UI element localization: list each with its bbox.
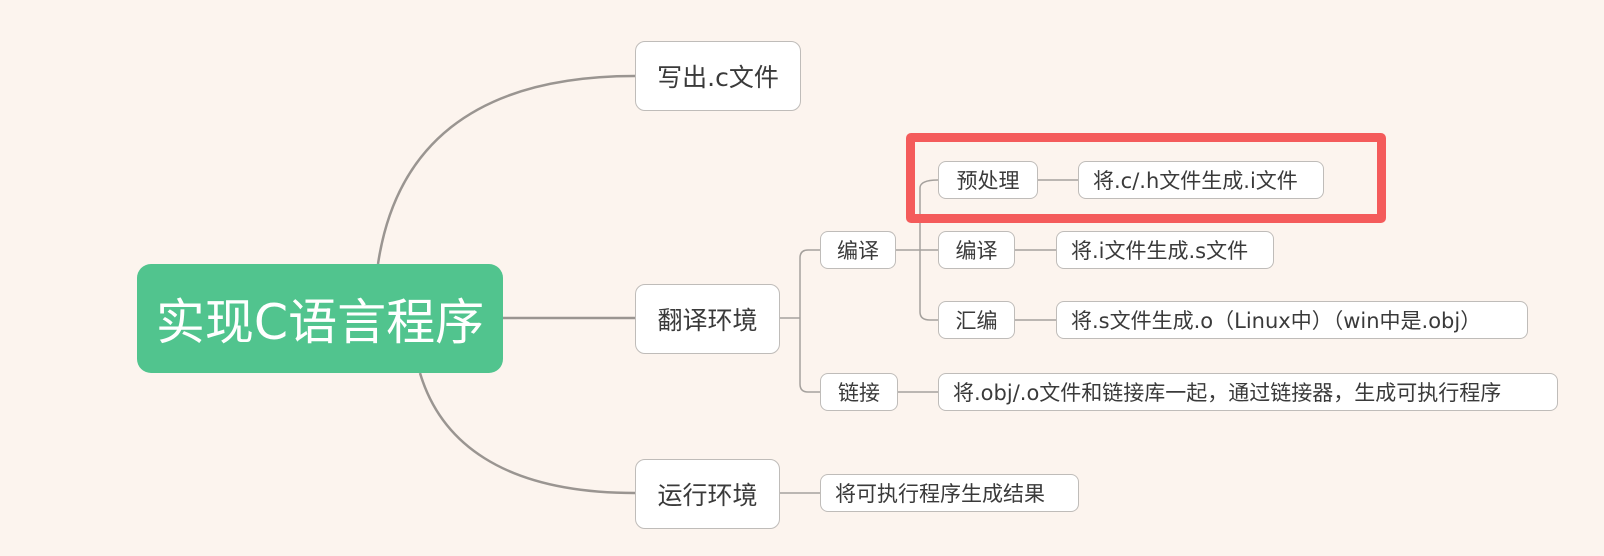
connector-compile-branches (896, 179, 939, 321)
highlight-box (906, 133, 1386, 223)
node-link[interactable]: 链接 (820, 373, 898, 411)
node-compile-step[interactable]: 编译 (938, 231, 1015, 269)
connector-translate-branches (780, 249, 820, 393)
node-preprocess[interactable]: 预处理 (938, 161, 1038, 199)
node-assemble[interactable]: 汇编 (938, 301, 1015, 339)
node-write-source[interactable]: 写出.c文件 (635, 41, 801, 111)
node-runtime-desc[interactable]: 将可执行程序生成结果 (820, 474, 1079, 512)
node-compile-step-desc[interactable]: 将.i文件生成.s文件 (1056, 231, 1274, 269)
root-node[interactable]: 实现C语言程序 (137, 264, 503, 373)
connector-root-runtime (418, 372, 636, 495)
node-assemble-desc[interactable]: 将.s文件生成.o（Linux中）（win中是.obj） (1056, 301, 1528, 339)
node-translation-env[interactable]: 翻译环境 (635, 284, 780, 354)
node-compile[interactable]: 编译 (820, 231, 896, 269)
node-link-desc[interactable]: 将.obj/.o文件和链接库一起，通过链接器，生成可执行程序 (938, 373, 1558, 411)
node-runtime-env[interactable]: 运行环境 (635, 459, 780, 529)
connector-root-write (376, 74, 636, 265)
node-preprocess-desc[interactable]: 将.c/.h文件生成.i文件 (1078, 161, 1324, 199)
